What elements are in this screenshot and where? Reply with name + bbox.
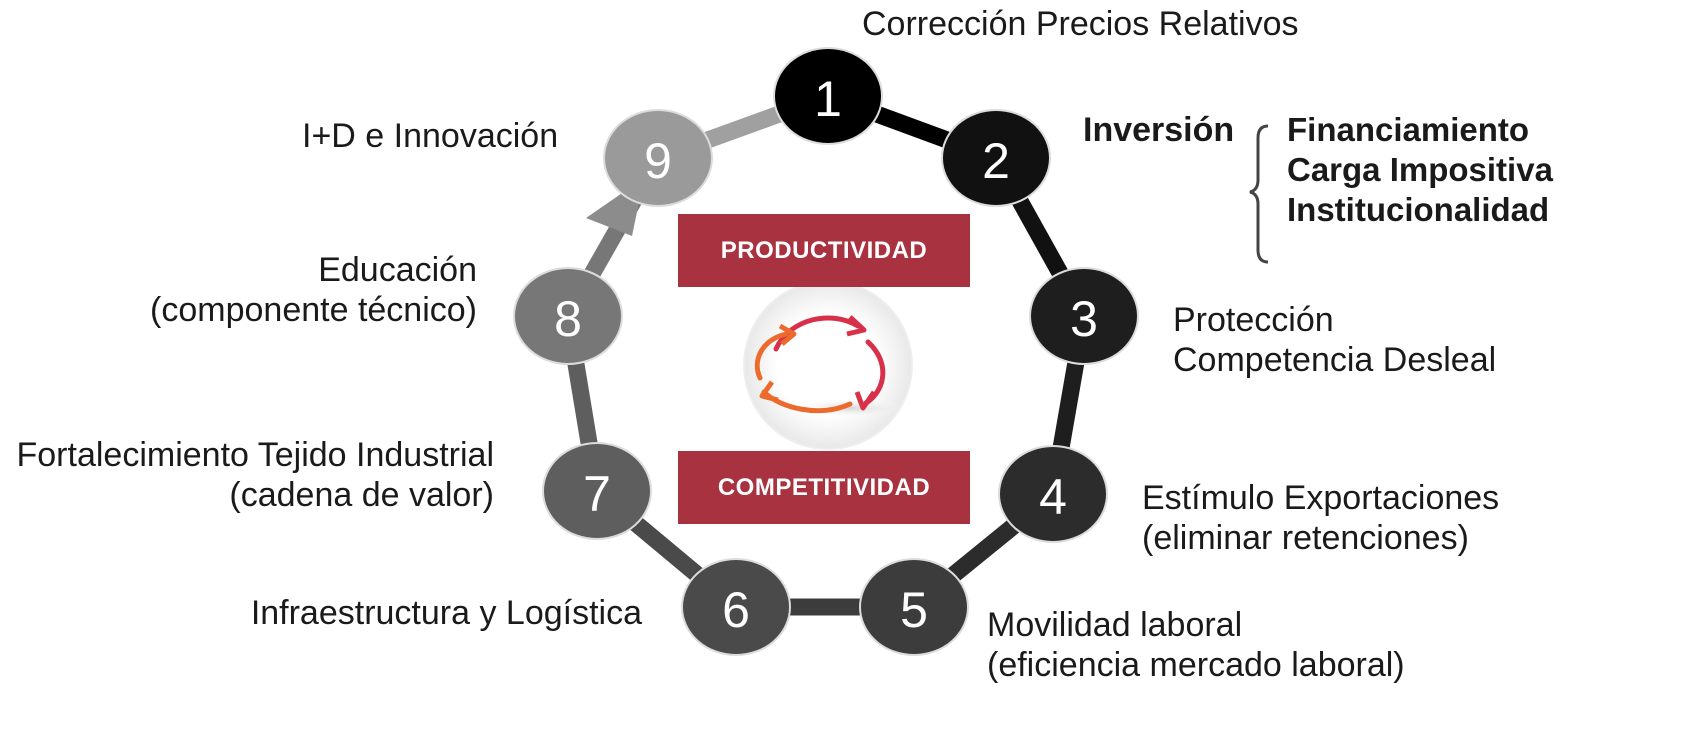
node-8-label: Educación (componente técnico) <box>150 251 477 329</box>
node-1-label: Corrección Precios Relativos <box>862 5 1299 43</box>
node-number: 1 <box>814 71 842 127</box>
node-number: 8 <box>554 291 582 347</box>
node-7: 7 <box>542 442 652 540</box>
node-5-label: Movilidad laboral (eficiencia mercado la… <box>987 606 1405 684</box>
node-number: 5 <box>900 582 928 638</box>
node-3-label: Protección Competencia Desleal <box>1173 301 1497 379</box>
competitividad-banner: COMPETITIVIDAD <box>678 451 970 524</box>
node-number: 2 <box>982 133 1010 189</box>
node-9: 9 <box>603 109 713 207</box>
node-number: 9 <box>644 133 672 189</box>
node-2-label: Inversión <box>1083 111 1235 149</box>
node-9-label: I+D e Innovación <box>302 117 559 155</box>
investment-bracket <box>1249 124 1269 264</box>
node-8: 8 <box>513 267 623 365</box>
node-5: 5 <box>859 558 969 656</box>
node-4-label: Estímulo Exportaciones (eliminar retenci… <box>1142 479 1500 557</box>
node-3: 3 <box>1029 267 1139 365</box>
investment-detail-tax: Carga Impositiva <box>1287 151 1553 188</box>
cycle-arrow-top <box>773 315 861 352</box>
node-number: 7 <box>583 466 611 522</box>
productividad-banner: PRODUCTIVIDAD <box>678 214 970 287</box>
node-2: 2 <box>941 109 1051 207</box>
investment-details: Financiamiento Carga Impositiva Instituc… <box>1287 110 1553 230</box>
node-6-label: Infraestructura y Logística <box>250 594 642 632</box>
investment-detail-institutions: Institucionalidad <box>1287 191 1550 228</box>
cycle-arrow-left <box>754 331 789 381</box>
node-7-label: Fortalecimiento Tejido Industrial (caden… <box>16 436 495 514</box>
node-number: 6 <box>722 582 750 638</box>
cycle-emblem <box>743 280 913 450</box>
node-number: 3 <box>1070 291 1098 347</box>
node-6: 6 <box>681 558 791 656</box>
node-number: 4 <box>1039 469 1067 525</box>
investment-detail-financing: Financiamiento <box>1287 111 1530 148</box>
node-1: 1 <box>773 47 883 145</box>
node-4: 4 <box>998 445 1108 543</box>
